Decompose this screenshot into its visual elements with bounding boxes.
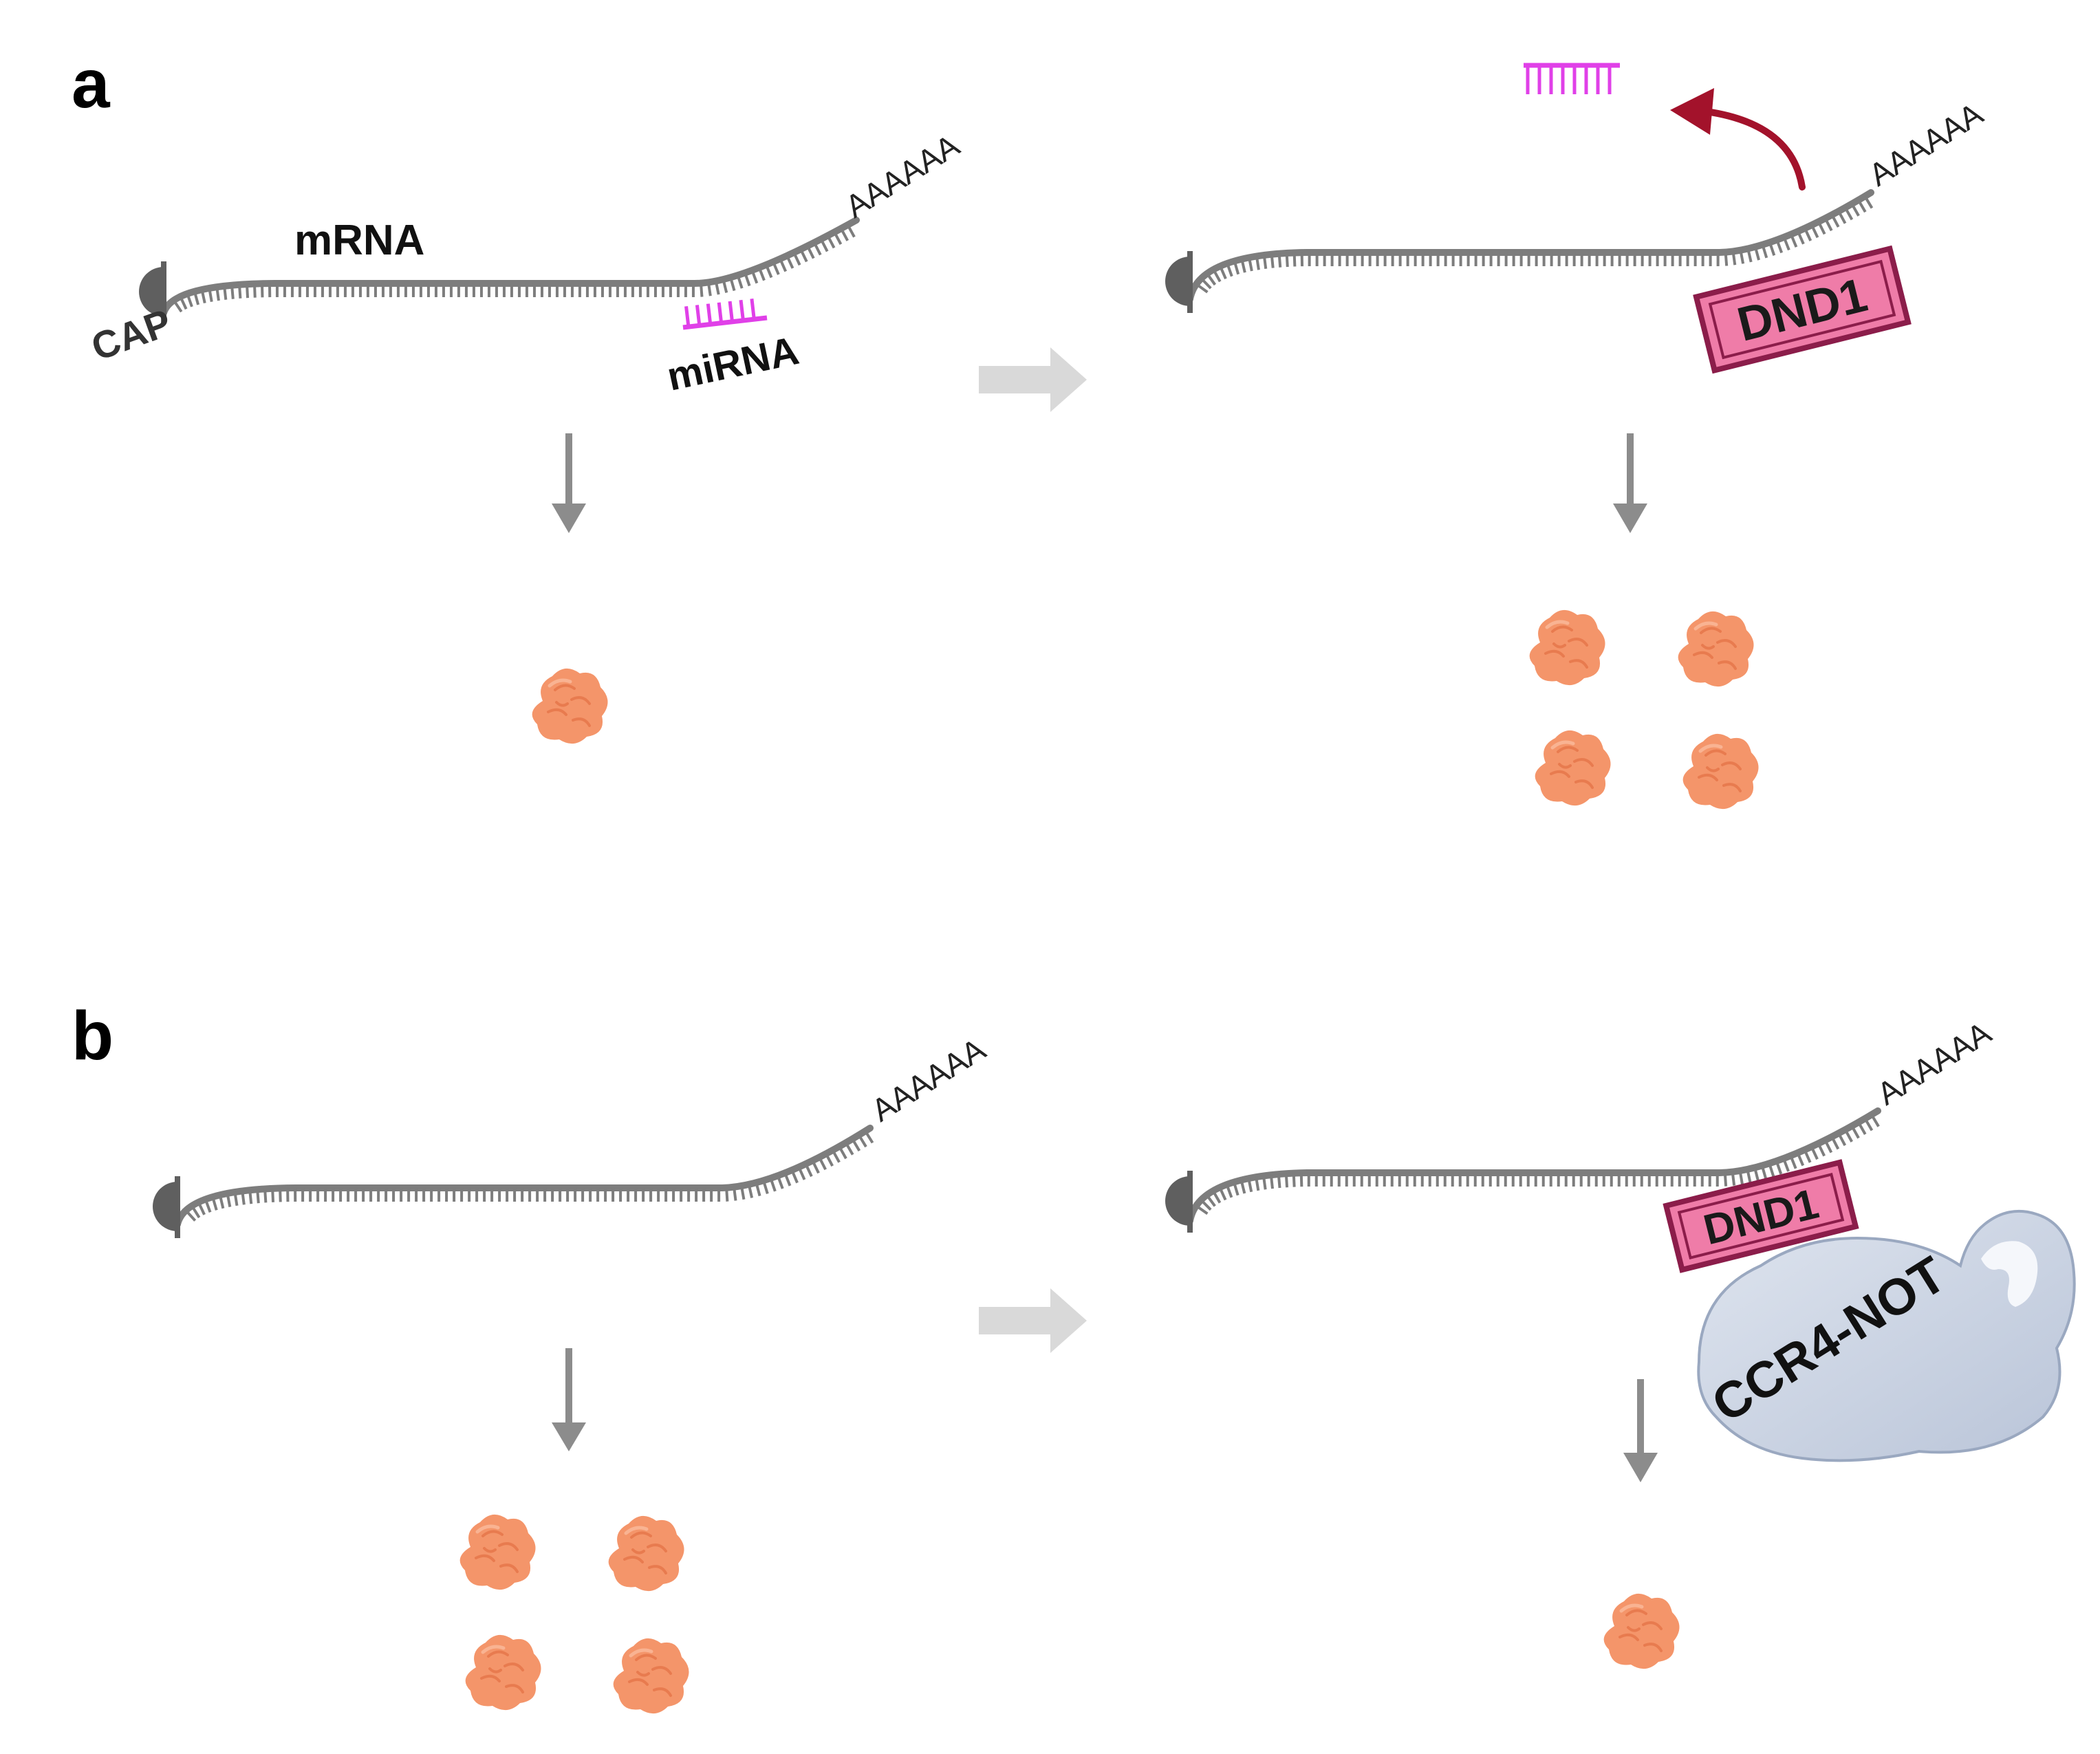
down-arrow-a-right <box>1613 433 1647 533</box>
nucleotide-tick <box>734 1187 735 1201</box>
nucleotide-tick <box>186 1211 195 1221</box>
nucleotide-tick <box>217 287 219 301</box>
nucleotide-tick <box>697 305 699 325</box>
panel-b-right-mrna: AAAAAA CCR4-NOT DND1 <box>1165 1015 2075 1461</box>
nucleotide-tick <box>752 299 754 319</box>
panel-b-left-mrna: AAAAAA <box>153 1031 992 1238</box>
nucleotide-tick <box>192 1206 199 1217</box>
nucleotide-tick <box>1264 1176 1266 1190</box>
protein-blob <box>460 1515 536 1590</box>
transition-arrow-b <box>979 1288 1087 1353</box>
nucleotide-tick <box>1279 254 1281 268</box>
protein-group-b-left <box>460 1515 689 1713</box>
protein-blob <box>614 1638 689 1713</box>
nucleotide-tick <box>1287 253 1288 267</box>
released-mirna-icon <box>1524 65 1620 94</box>
nucleotide-tick <box>701 283 702 297</box>
cap-icon <box>153 1176 177 1238</box>
nucleotide-tick <box>280 1188 281 1202</box>
nucleotide-tick <box>232 285 233 299</box>
polya-tail-label: AAAAAA <box>1863 96 1989 193</box>
protein-group-a-right <box>1530 610 1759 809</box>
cap-icon <box>1165 1171 1190 1233</box>
protein-blob <box>1535 730 1611 805</box>
nucleotide-tick <box>708 304 710 325</box>
nucleotide-tick <box>1264 255 1266 269</box>
nucleotide-tick <box>272 1189 273 1202</box>
protein-blob <box>1530 610 1605 685</box>
protein-group-b-right <box>1604 1594 1680 1669</box>
nucleotide-tick <box>1196 284 1207 292</box>
nucleotide-tick <box>265 1189 266 1202</box>
nucleotide-tick <box>224 286 226 300</box>
transition-arrow-a <box>979 347 1087 412</box>
protein-blob <box>532 669 608 744</box>
mirna-icon <box>683 299 767 327</box>
mrna-label: mRNA <box>294 217 424 264</box>
protein-blob <box>1678 611 1754 686</box>
nucleotide-tick <box>1201 279 1211 288</box>
release-arrow <box>1670 88 1802 187</box>
nucleotide-tick <box>730 301 732 322</box>
down-arrow-a-left <box>552 433 586 533</box>
nucleotide-tick <box>1201 1200 1211 1210</box>
nucleotide-tick <box>1286 1173 1287 1187</box>
nucleotide-tick <box>1733 251 1735 265</box>
protein-blob <box>1604 1594 1680 1669</box>
nucleotide-tick <box>1271 1175 1273 1189</box>
panel-a-right-mrna: AAAAAA DND1 <box>1165 65 1989 370</box>
nucleotide-tick <box>686 306 689 327</box>
dnd1-protein: DND1 <box>1696 249 1908 371</box>
protein-blob <box>466 1635 541 1710</box>
polya-tail-label: AAAAAA <box>1871 1015 1998 1112</box>
cap-label: CAP <box>86 301 177 369</box>
panel-letter-a: a <box>72 45 111 122</box>
nucleotide-tick <box>726 1188 727 1202</box>
cap-icon <box>1165 251 1190 313</box>
protein-blob <box>1683 734 1759 809</box>
nucleotide-tick <box>250 1190 251 1204</box>
nucleotide-tick <box>247 284 248 298</box>
protein-group-a-left <box>532 669 608 744</box>
nucleotide-tick <box>257 1189 259 1203</box>
nucleotide-tick <box>1196 1206 1207 1213</box>
protein-blob <box>609 1516 684 1591</box>
panel-a-left-mrna: CAP mRNA AAAAAA miRNA <box>86 127 966 400</box>
mirna-label: miRNA <box>663 328 803 400</box>
nucleotide-tick <box>741 300 743 321</box>
nucleotide-tick <box>1206 1195 1215 1206</box>
down-arrow-b-right <box>1623 1379 1658 1482</box>
nucleotide-tick <box>1725 1173 1726 1187</box>
nucleotide-tick <box>1279 1174 1280 1188</box>
nucleotide-tick <box>1207 274 1215 285</box>
nucleotide-tick <box>242 1191 244 1205</box>
nucleotide-tick <box>239 285 240 299</box>
nucleotide-tick <box>174 301 182 312</box>
nucleotide-tick <box>1733 1172 1734 1186</box>
panel-letter-b: b <box>72 997 113 1074</box>
polya-tail-label: AAAAAA <box>839 127 966 225</box>
nucleotide-tick <box>262 283 263 297</box>
nucleotide-tick <box>1272 255 1273 268</box>
nucleotide-tick <box>719 303 721 323</box>
nucleotide-tick <box>1726 252 1727 266</box>
down-arrow-b-left <box>552 1348 586 1451</box>
nucleotide-tick <box>1301 1173 1302 1187</box>
nucleotide-tick <box>1294 1173 1295 1187</box>
polya-tail-label: AAAAAA <box>865 1031 992 1129</box>
